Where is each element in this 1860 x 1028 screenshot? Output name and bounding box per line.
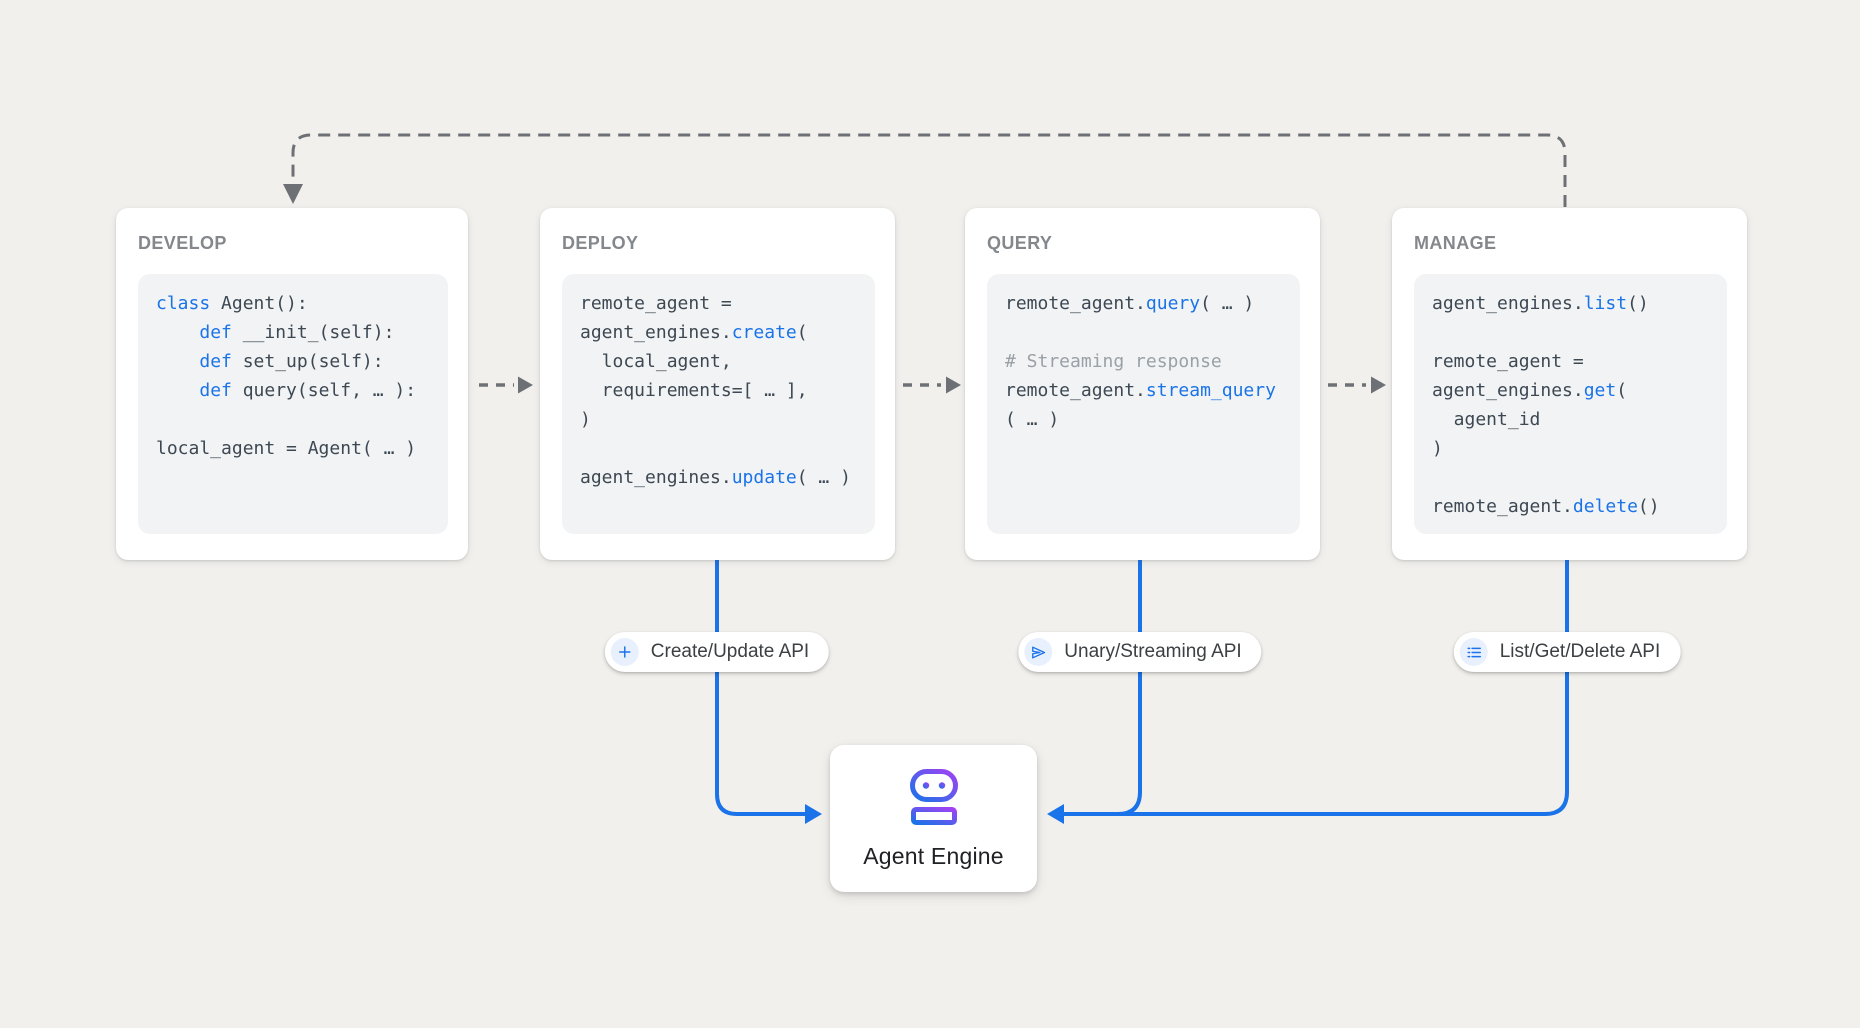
develop-code-block: class Agent(): def __init_(self): def se… <box>138 274 448 534</box>
robot-icon <box>909 769 958 830</box>
card-title: DEVELOP <box>138 233 227 253</box>
engine-arrowhead-right-side-icon <box>1047 804 1064 824</box>
manage-code-block: agent_engines.list() remote_agent =agent… <box>1414 274 1727 534</box>
manage-to-engine-connector <box>1100 560 1569 816</box>
develop-arrowhead-down-icon <box>283 184 303 204</box>
card-query: QUERY remote_agent.query( … ) # Streamin… <box>965 208 1320 560</box>
deploy-arrowhead-right-icon <box>518 376 533 394</box>
pill-label: List/Get/Delete API <box>1499 641 1661 662</box>
card-deploy: DEPLOY remote_agent =agent_engines.creat… <box>540 208 895 560</box>
card-title: DEPLOY <box>562 233 639 253</box>
query-code-block: remote_agent.query( … ) # Streaming resp… <box>987 274 1300 534</box>
card-manage: MANAGE agent_engines.list() remote_agent… <box>1392 208 1747 560</box>
card-develop: DEVELOP class Agent(): def __init_(self)… <box>116 208 468 560</box>
query-arrowhead-right-icon <box>946 376 961 394</box>
pill-label: Unary/Streaming API <box>1064 641 1242 662</box>
manage-to-develop-dashed-connector <box>291 133 1567 207</box>
list-icon <box>1459 638 1488 666</box>
card-title: QUERY <box>987 233 1053 253</box>
card-title: MANAGE <box>1414 233 1497 253</box>
pill-label: Create/Update API <box>650 641 810 662</box>
unary-streaming-api-pill: Unary/Streaming API <box>1018 632 1262 672</box>
agent-engine-box: Agent Engine <box>830 745 1037 892</box>
create-update-api-pill: Create/Update API <box>604 632 830 672</box>
plus-icon <box>610 638 639 666</box>
manage-arrowhead-right-icon <box>1371 376 1386 394</box>
deploy-to-engine-connector <box>715 560 806 816</box>
query-to-engine-connector <box>1064 560 1142 816</box>
send-icon <box>1024 638 1053 666</box>
agent-engine-label: Agent Engine <box>863 843 1004 869</box>
deploy-code-block: remote_agent =agent_engines.create( loca… <box>562 274 875 534</box>
list-get-delete-api-pill: List/Get/Delete API <box>1453 632 1681 672</box>
engine-arrowhead-left-side-icon <box>805 804 822 824</box>
